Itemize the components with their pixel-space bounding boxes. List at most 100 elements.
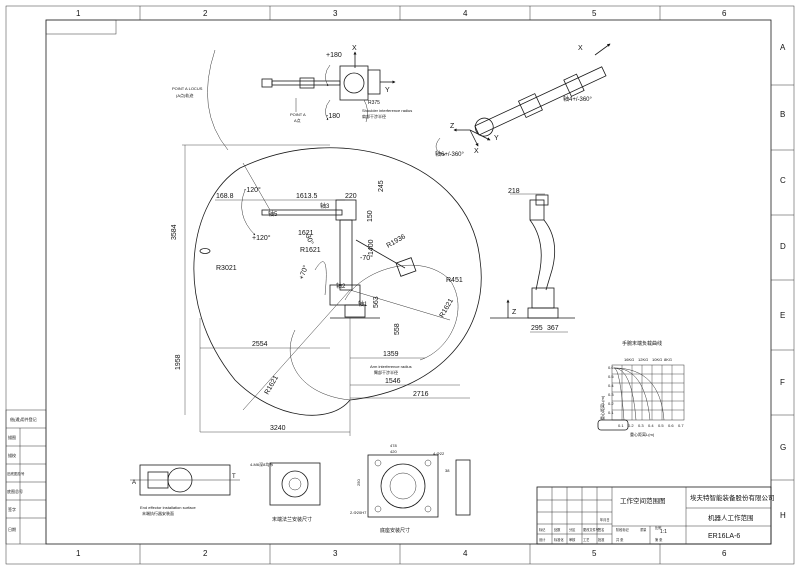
tb-label-12: 重量 <box>640 527 647 532</box>
col-4-bottom: 4 <box>463 549 468 558</box>
tb-label-6: 设计 <box>539 537 546 542</box>
dim-2554: 2554 <box>252 341 268 348</box>
tool-note-cn: 末端执行器安装面 <box>142 510 174 516</box>
base-view: 478 420 250 4-Φ22 2-Φ20H7 38 底座安装尺寸 <box>350 443 471 534</box>
tool-a: A <box>132 480 136 486</box>
wrist-j6: 轴6+/-360° <box>435 150 465 158</box>
tb-label-11: 阶段标记 <box>616 527 630 532</box>
main-work-envelope: 3584 168.8 1613.5 220 245 150 -120° +120… <box>171 144 482 436</box>
flange-title: 末端法兰安装尺寸 <box>272 516 312 523</box>
load-xtick-4: 0.5 <box>658 423 664 428</box>
col-5-bottom: 5 <box>592 549 597 558</box>
company-name: 埃夫特智能装备股份有限公司 <box>690 493 775 502</box>
dim-168: 168.8 <box>216 193 234 200</box>
col-3-bottom: 3 <box>333 549 338 558</box>
dim-220: 220 <box>345 193 357 200</box>
dim-1958: 1958 <box>175 354 182 370</box>
end-flange-view: 4-M6深8均布 末端法兰安装尺寸 <box>250 461 321 523</box>
tb-label-14: 共 张 <box>616 537 624 542</box>
point-a-label: POINT A <box>290 112 306 117</box>
row-b: B <box>780 110 785 119</box>
base-d250: 250 <box>356 479 361 486</box>
shoulder-note-cn: 肩部干涉半径 <box>362 113 386 119</box>
top-x-axis: X <box>352 45 357 52</box>
load-chart-xlabel: 重心距离L(m) <box>630 431 655 437</box>
dim-295: 295 <box>531 325 543 332</box>
col-1-bottom: 1 <box>76 549 81 558</box>
row-e: E <box>780 311 785 320</box>
tb-label-15: 第 张 <box>655 537 663 542</box>
sidebar-item-4: 底图总号 <box>7 488 23 494</box>
dim-563: 563 <box>373 296 380 308</box>
dim-367: 367 <box>547 325 559 332</box>
dim-1613: 1613.5 <box>296 193 318 200</box>
scale: 1:1 <box>660 529 667 535</box>
sidebar-item-5: 签字 <box>8 506 16 512</box>
sidebar-item-1: 描图 <box>8 434 16 440</box>
dim-150: 150 <box>367 210 374 222</box>
tool-note: End effector installation surface <box>140 505 197 510</box>
angle-120b: +120° <box>252 234 271 242</box>
wrist-x: X <box>578 45 583 52</box>
tb-label-0: 标记 <box>539 527 546 532</box>
r375-label: R375 <box>368 100 380 106</box>
shoulder-note: Shoulder interference radius <box>362 108 412 113</box>
col-6-top: 6 <box>722 9 727 18</box>
wrist-z: Z <box>450 123 455 130</box>
sidebar-item-2: 描校 <box>8 452 16 458</box>
column-markers: 1 2 3 4 5 6 1 2 3 4 5 6 <box>76 6 727 564</box>
tb-label-5: 年月日 <box>600 517 610 522</box>
tb-label-9: 工艺 <box>583 537 589 542</box>
row-g: G <box>780 443 786 452</box>
title-block: 埃夫特智能装备股份有限公司 机器人工作范围 工作空间范围图 1:1 ER16LA… <box>536 486 775 545</box>
tool-t: T <box>232 474 236 480</box>
angle-70b: +70° <box>297 264 310 281</box>
base-title: 底座安装尺寸 <box>380 527 410 534</box>
dim-3240: 3240 <box>270 425 286 432</box>
dim-558: 558 <box>394 323 401 335</box>
col-4-top: 4 <box>463 9 468 18</box>
load-ytick-3: 0.3 <box>608 392 614 397</box>
tb-label-7: 标准化 <box>554 537 564 542</box>
load-ytick-1: 0.5 <box>608 374 614 379</box>
base-d478: 478 <box>390 443 397 448</box>
row-a: A <box>780 43 786 52</box>
point-a-locus-cn: (A点)轨迹 <box>176 92 193 98</box>
joint-5: 轴5 <box>268 210 278 218</box>
side-view-robot: 218 Z 295 367 <box>490 188 575 333</box>
sidebar-item-0: 借(通)用件登记 <box>10 416 37 422</box>
flange-holes: 4-M6深8均布 <box>250 461 273 467</box>
tb-label-2: 分区 <box>569 527 576 532</box>
drawing-name: 机器人工作范围 <box>708 513 754 522</box>
top-left-box <box>45 19 117 35</box>
point-a-cn: A点 <box>294 117 301 123</box>
col-1-top: 1 <box>76 9 81 18</box>
tb-label-1: 处数 <box>554 527 561 532</box>
dim-2716: 2716 <box>413 391 429 398</box>
dim-1400: 1400 <box>368 239 375 255</box>
load-xtick-1: 0.2 <box>628 423 634 428</box>
curve-16kg: 16KG <box>624 357 634 362</box>
side-z: Z <box>512 309 517 316</box>
wrist-j4: 轴4+/-360° <box>563 95 593 103</box>
radius-1936: R1936 <box>386 233 407 249</box>
radius-1621b: R1621 <box>439 298 455 319</box>
curve-8kg: 8KG <box>664 357 672 362</box>
left-sidebar: 借(通)用件登记 描图 描校 旧底图总号 底图总号 签字 日期 <box>5 409 47 545</box>
load-xtick-6: 0.7 <box>678 423 684 428</box>
dim-1621: 1621 <box>298 230 314 237</box>
tb-label-10: 批准 <box>598 537 605 542</box>
base-holes: 4-Φ22 <box>433 451 445 456</box>
dim-1359: 1359 <box>383 351 399 358</box>
arm-note: Arm interference radius <box>370 364 412 369</box>
joint-1: 轴1 <box>358 300 368 308</box>
radius-3021: R3021 <box>216 265 237 272</box>
curve-10kg: 10KG <box>652 357 662 362</box>
dim-3584: 3584 <box>171 224 178 240</box>
load-ytick-0: 0.6 <box>608 365 614 370</box>
tb-label-4: 签名 <box>598 527 604 532</box>
load-ytick-4: 0.2 <box>608 401 614 406</box>
load-ytick-5: 0.1 <box>608 410 614 415</box>
load-ytick-2: 0.4 <box>608 383 614 388</box>
